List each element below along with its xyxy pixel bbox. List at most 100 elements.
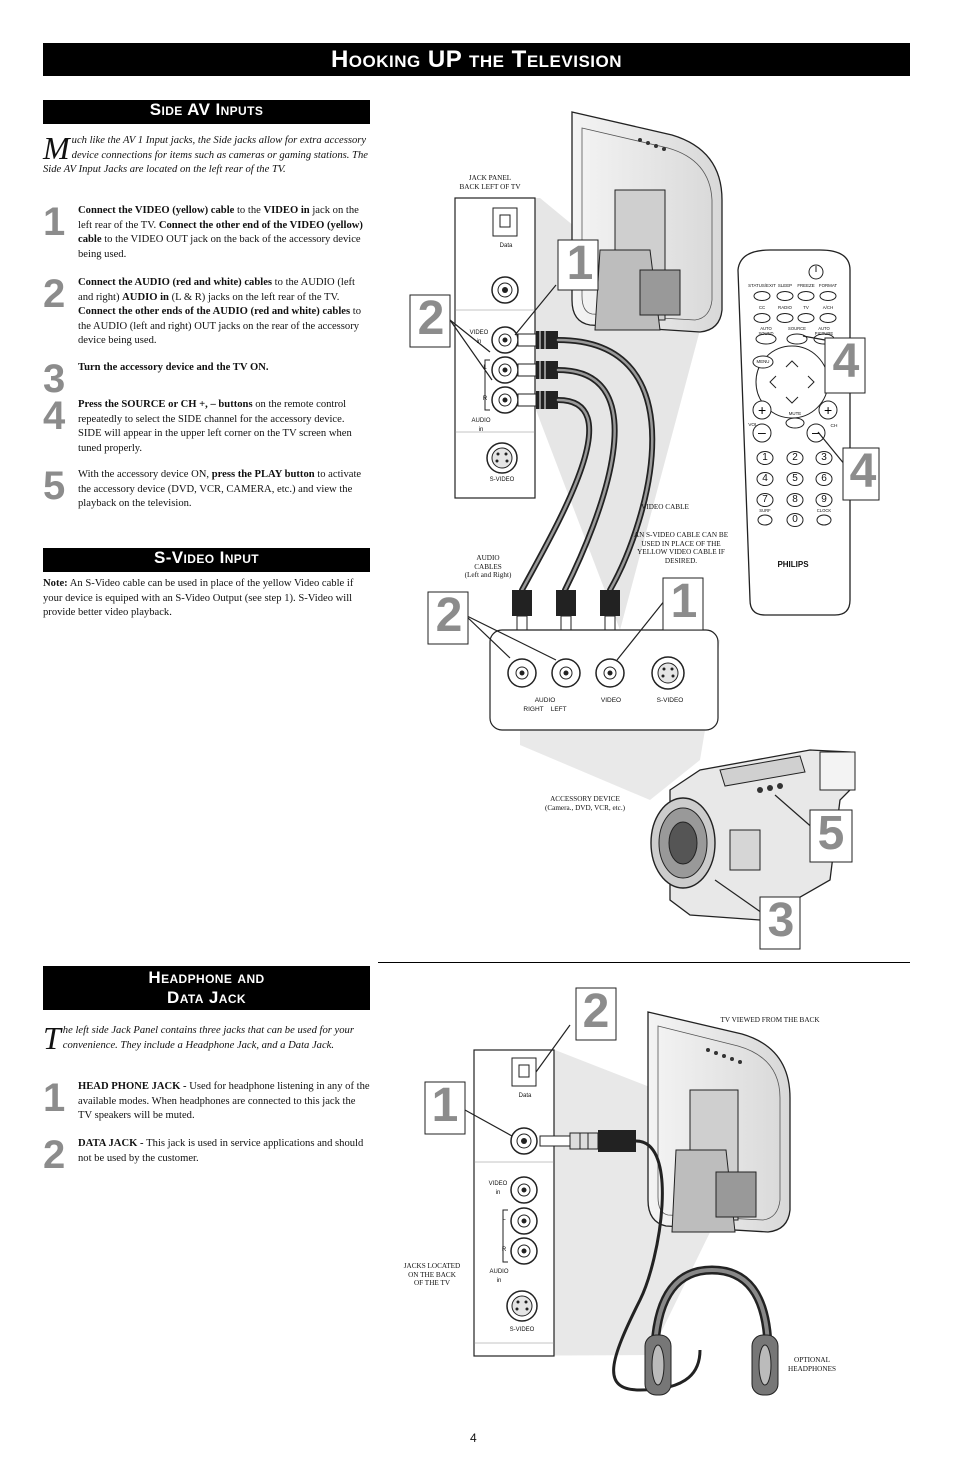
step-text-run: DATA JACK - xyxy=(78,1138,147,1149)
tv-back-label: TV VIEWED FROM THE BACK xyxy=(720,1016,820,1024)
step-text-run: Used for headphone listening in any of t… xyxy=(78,1081,370,1121)
remote-digit: 4 xyxy=(762,473,768,484)
callout-lines-2 xyxy=(464,1024,571,1137)
step-text-run: Connect the AUDIO (red and white) cables xyxy=(78,277,273,288)
headphone-step-2: 2 DATA JACK - This jack is used in servi… xyxy=(43,1133,364,1177)
remote-button xyxy=(786,513,804,527)
remote-button xyxy=(756,493,774,507)
tv-back-illustration-2 xyxy=(647,1011,791,1233)
headphone-step-1: 1 HEAD PHONE JACK - Used for headphone l… xyxy=(43,1076,370,1121)
step-text-run: to the AUDIO (left and right) OUT jacks … xyxy=(78,306,361,346)
remote-digit: 0 xyxy=(792,514,798,525)
step-text-run: jack on the left rear of the TV. xyxy=(78,205,359,231)
jack-panel-1 xyxy=(454,197,536,499)
svideo-note-label: AN S-VIDEO CABLE CAN BE USED IN PLACE OF… xyxy=(633,531,729,565)
remote-button xyxy=(819,291,837,301)
step-text-run: VIDEO in xyxy=(263,205,310,216)
callout-number: 2 xyxy=(435,589,463,642)
step-text-run: to the AUDIO (left and right) xyxy=(78,277,355,303)
remote-digit: 7 xyxy=(762,494,768,505)
jacks-located-label: JACKS LOCATED ON THE BACK OF THE TV xyxy=(403,1262,461,1287)
step-text-run: Connect the other end of the VIDEO (yell… xyxy=(78,219,363,246)
svg-text:+: + xyxy=(824,402,832,418)
remote-button xyxy=(757,514,773,526)
device-svideo-label: S-VIDEO xyxy=(656,697,684,704)
remote-digit: 3 xyxy=(821,452,827,463)
remote-digit: 9 xyxy=(821,494,827,505)
callout-box-2 xyxy=(575,987,617,1041)
remote-button xyxy=(753,313,771,323)
audio-cables-label: AUDIO CABLES (Left and Right) xyxy=(464,554,512,579)
remote-button xyxy=(753,291,771,301)
remote-digit: 2 xyxy=(792,452,798,463)
side-av-step-5: 5 With the accessory device ON, press th… xyxy=(43,464,362,509)
remote-ch-label: CH xyxy=(830,424,838,429)
device-audio-label: AUDIO RIGHT LEFT xyxy=(523,697,567,713)
remote-button xyxy=(819,313,837,323)
remote-digit: 6 xyxy=(821,473,827,484)
remote-button xyxy=(756,451,774,465)
device-video-label: VIDEO xyxy=(600,697,622,704)
remote-clock-label: CLOCK xyxy=(816,508,832,513)
remote-label-row3: AUTO PICTURE xyxy=(814,326,834,337)
svg-text:+: + xyxy=(758,402,766,418)
side-av-heading: Side AV Inputs xyxy=(43,100,370,124)
remote-button xyxy=(756,472,774,486)
philips-logo: PHILIPS xyxy=(777,560,809,569)
optional-headphones-label: OPTIONAL HEADPHONES xyxy=(788,1356,836,1373)
headphone-heading: Headphone and Data Jack xyxy=(43,966,370,1010)
dropcap: M xyxy=(43,130,70,166)
remote-button xyxy=(786,333,808,345)
callout-number: 4 xyxy=(849,445,877,498)
page-title: Hooking UP the Television xyxy=(43,43,910,76)
callout-number: 5 xyxy=(817,807,845,860)
callout-number: 1 xyxy=(566,237,594,290)
data-label-2: Data xyxy=(518,1093,532,1099)
remote-button xyxy=(797,291,815,301)
headphones-illustration xyxy=(644,1265,779,1396)
remote-button xyxy=(816,514,832,526)
callout-number: 4 xyxy=(832,335,860,388)
remote-digit: 1 xyxy=(762,452,768,463)
remote-label-row2: A/CH xyxy=(822,305,834,310)
svideo-note: Note: An S-Video cable can be used in pl… xyxy=(43,578,354,618)
remote-menu-label: MENU xyxy=(756,359,770,364)
callout-number-2: 2 xyxy=(582,985,610,1038)
callout-number: 1 xyxy=(670,575,698,628)
l-label-2: L xyxy=(502,1216,506,1222)
video-in-label-2: VIDEO in xyxy=(488,1181,508,1196)
l-label: L xyxy=(483,365,487,371)
step-text-run: Connect the VIDEO (yellow) cable xyxy=(78,205,235,216)
callout-box-1 xyxy=(424,1081,466,1135)
svideo-label: S-VIDEO xyxy=(489,477,515,483)
panel-plugs xyxy=(517,331,558,409)
jack-panel-label: JACK PANEL BACK LEFT OF TV xyxy=(459,174,521,191)
remote-label-row1: STATUS/EXIT xyxy=(748,283,776,288)
page-number: 4 xyxy=(470,1431,477,1445)
remote-button xyxy=(776,313,794,323)
callout-number: 2 xyxy=(417,292,445,345)
side-av-step-4: 4 Press the SOURCE or CH +, – buttons on… xyxy=(43,394,352,454)
side-av-step-2: 2 Connect the AUDIO (red and white) cabl… xyxy=(43,272,361,346)
remote-button xyxy=(786,451,804,465)
audio-in-label-2: AUDIO in xyxy=(489,1269,509,1284)
data-label: Data xyxy=(499,243,513,249)
step-text-run: Connect the other ends of the AUDIO (red… xyxy=(78,306,351,317)
step-text-run: HEAD PHONE JACK - xyxy=(78,1081,190,1092)
step-text-run: press the PLAY button xyxy=(211,469,315,480)
remote-label-row1: SLEEP xyxy=(777,283,793,288)
step-text-run: Press the SOURCE or CH +, – buttons xyxy=(78,399,253,410)
callout-lines xyxy=(449,284,846,916)
svg-text:–: – xyxy=(812,424,820,440)
cables xyxy=(519,337,656,593)
remote-digit: 8 xyxy=(792,494,798,505)
dropcap: T xyxy=(43,1020,61,1056)
remote-digit: 5 xyxy=(792,473,798,484)
video-in-label: VIDEO in xyxy=(469,330,489,345)
step-text-run: to the xyxy=(234,205,264,216)
remote-label-row1: FORMAT xyxy=(818,283,838,288)
remote-vol-label: VOL xyxy=(748,423,758,428)
remote-button xyxy=(776,291,794,301)
step-text-run: to the VIDEO OUT jack on the back of the… xyxy=(78,234,361,260)
